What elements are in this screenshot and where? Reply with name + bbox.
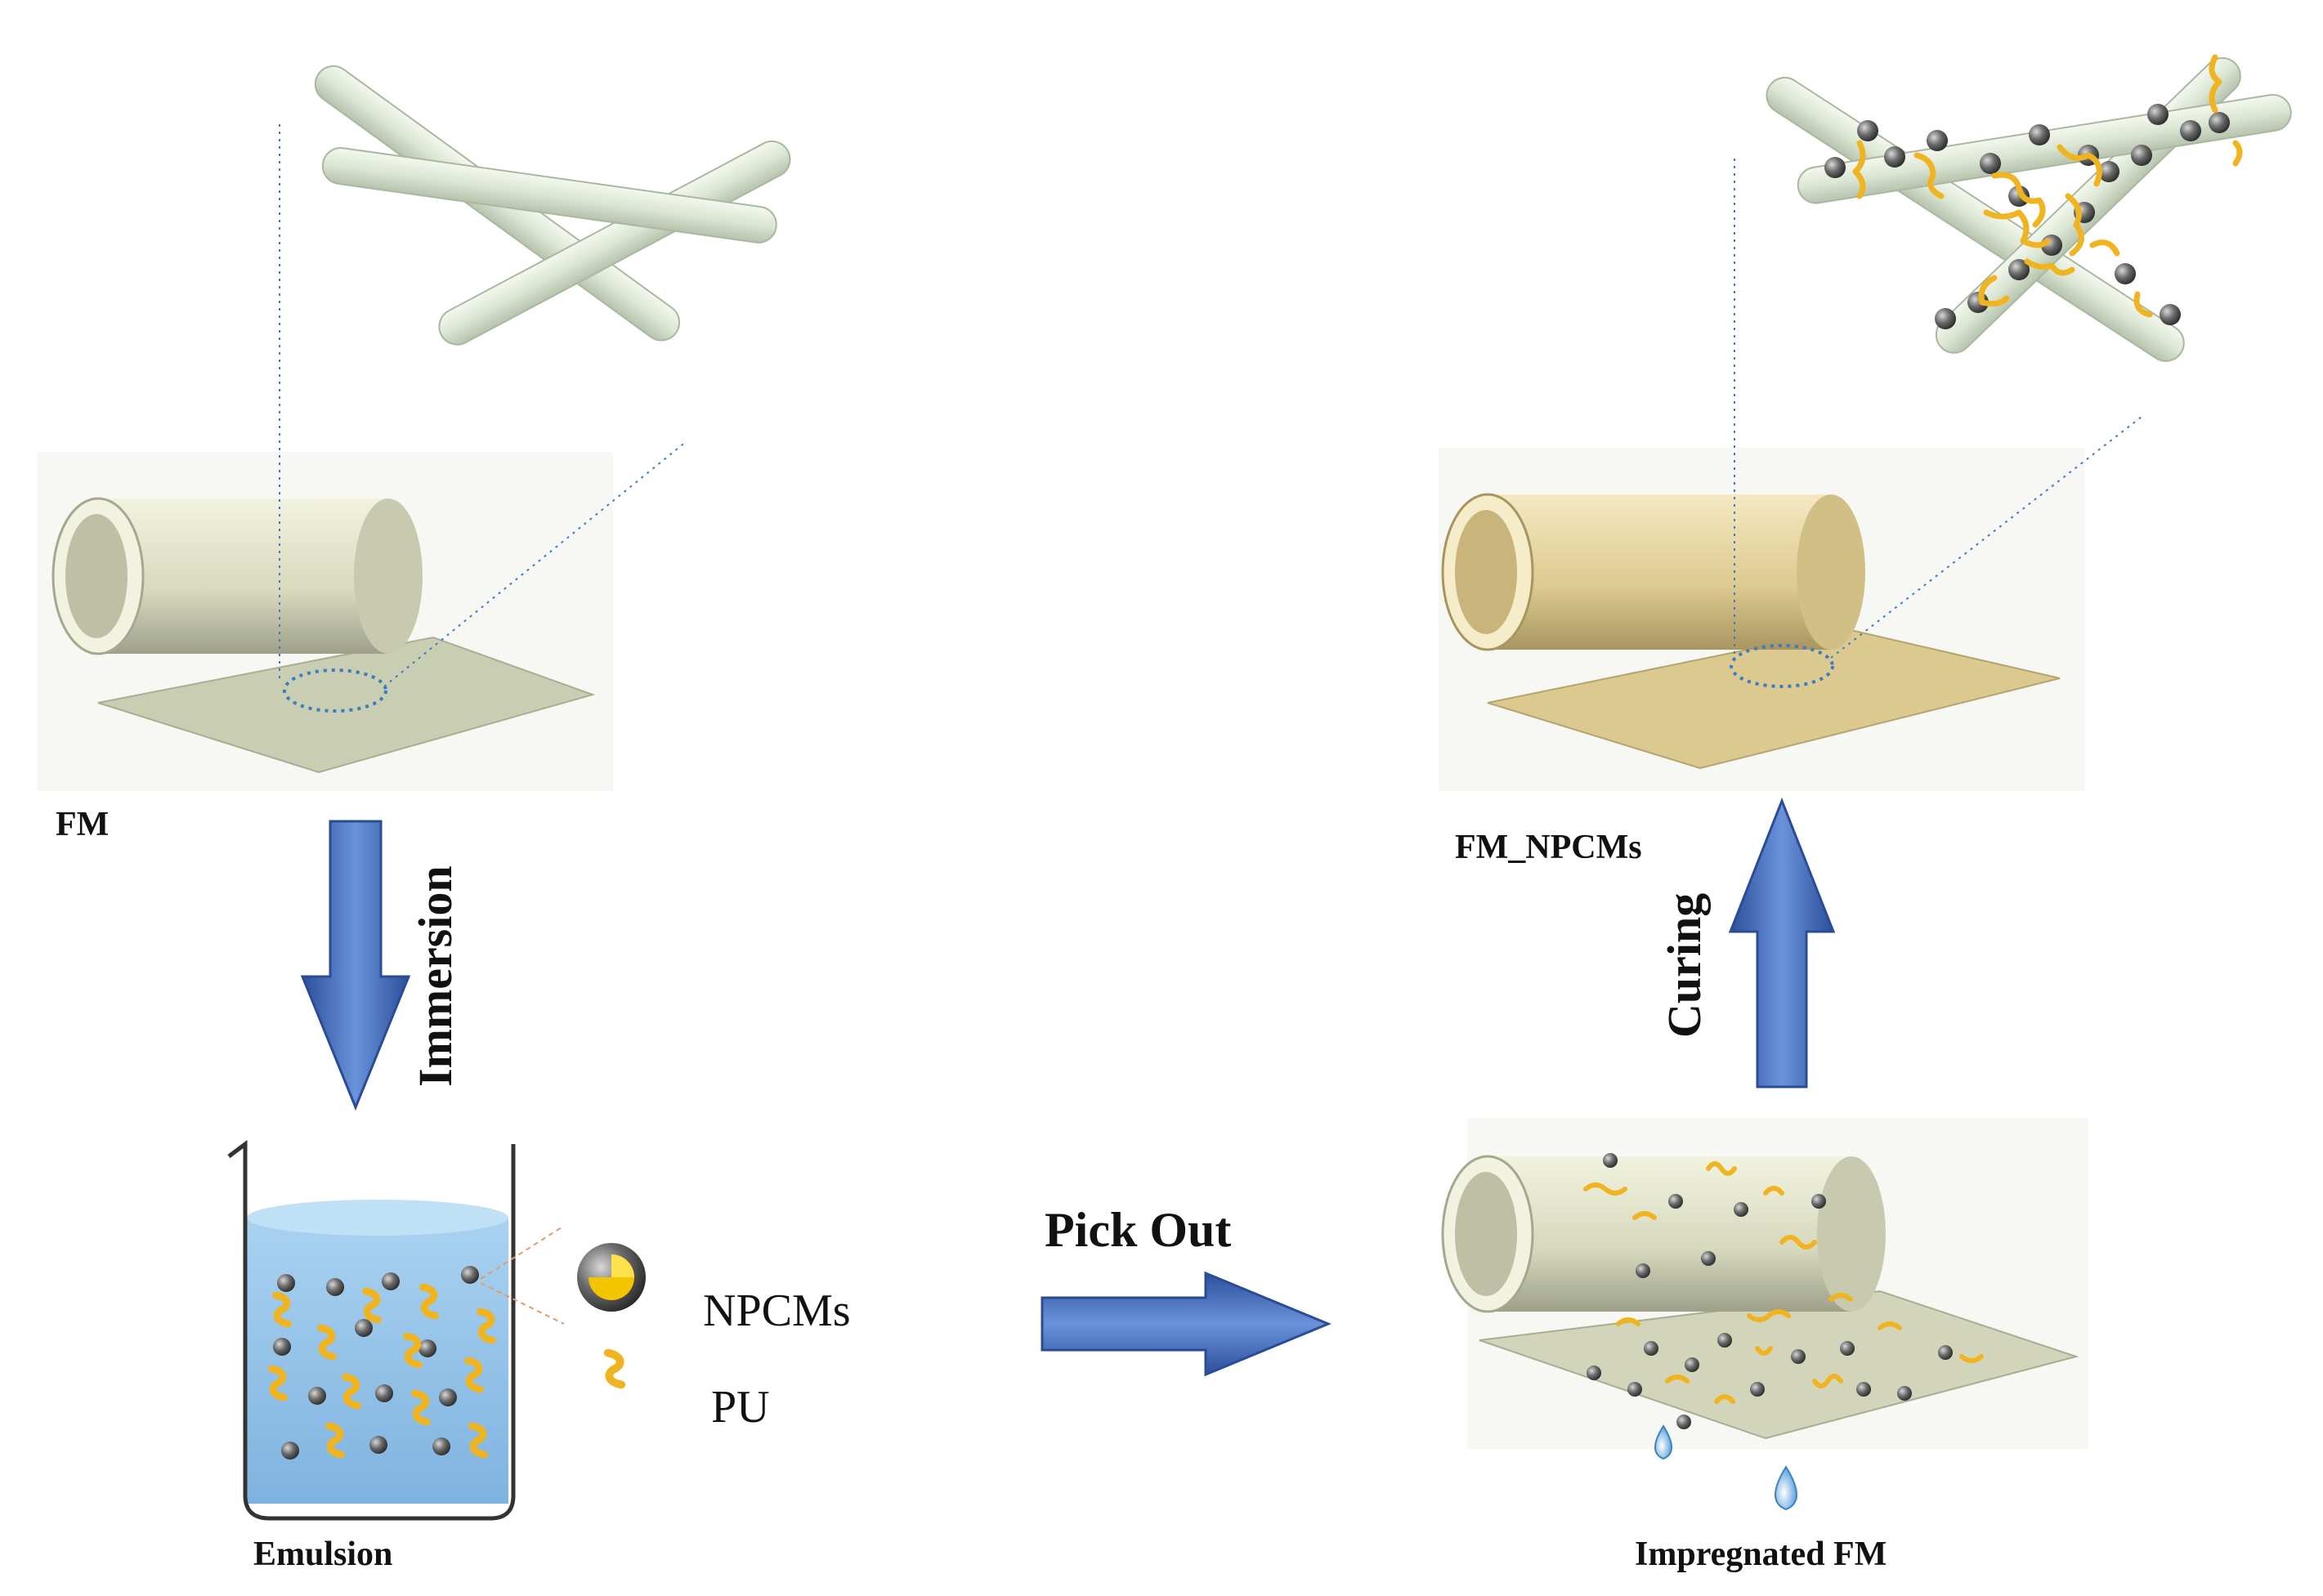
drop-icon	[1654, 1424, 1672, 1460]
beaker-contents	[272, 1266, 493, 1460]
arrow-curing	[1728, 797, 1836, 1089]
fibers-coated	[1766, 54, 2292, 362]
label-immersion: Immersion	[409, 865, 462, 1087]
legend	[480, 1225, 646, 1385]
label-fm: FM	[56, 806, 109, 843]
impregnated-fm	[1441, 1118, 2088, 1511]
label-pick-out: Pick Out	[1045, 1203, 1231, 1257]
label-impregnated-fm: Impregnated FM	[1635, 1536, 1887, 1573]
label-fm-npcms: FM_NPCMs	[1455, 829, 1642, 866]
arrow-pick-out	[1041, 1271, 1332, 1377]
arrow-immersion	[300, 820, 411, 1111]
fm-npcms-roll	[1439, 155, 2142, 791]
legend-label-pu: PU	[711, 1382, 770, 1433]
label-emulsion: Emulsion	[253, 1536, 392, 1573]
pu-icon	[608, 1353, 622, 1385]
label-curing: Curing	[1658, 893, 1711, 1038]
drop-icon	[1775, 1465, 1797, 1511]
legend-label-npcms: NPCMs	[703, 1285, 851, 1336]
fm-roll	[37, 123, 687, 791]
fibers-raw	[314, 65, 791, 346]
